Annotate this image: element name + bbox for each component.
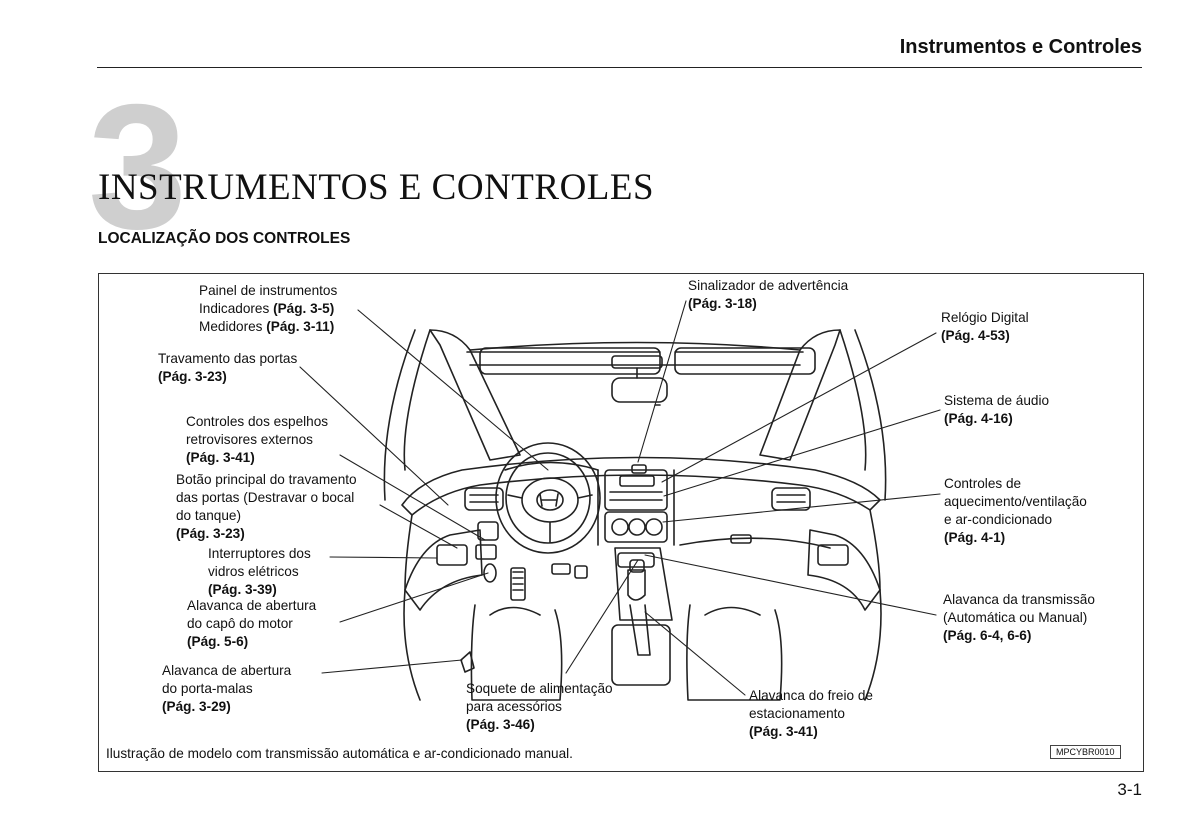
left-body-edge — [383, 329, 431, 501]
accelerator-pedal — [510, 567, 526, 601]
windshield-top — [469, 341, 801, 351]
armrest — [611, 624, 671, 686]
figure-code: MPCYBR0010 — [1050, 745, 1121, 759]
center-console — [614, 547, 673, 621]
climate-knob-left — [611, 518, 629, 536]
illustration-frame — [98, 273, 1144, 772]
right-body-edge — [839, 329, 887, 501]
dashboard-top — [401, 456, 881, 516]
leader-sinalizador — [637, 300, 687, 463]
sun-visor-left — [479, 347, 661, 375]
instrument-hood — [504, 461, 599, 471]
accessory-socket-area — [617, 552, 655, 568]
label-painel-instrumentos: Painel de instrumentos Indicadores (Pág.… — [199, 283, 338, 334]
driver-seat — [470, 604, 563, 701]
chapter-number: 3 — [88, 67, 187, 266]
mirror-mount — [611, 355, 663, 369]
label-aquecimento: Controles de aquecimento/ventilação e ar… — [944, 476, 1087, 545]
honda-emblem — [539, 493, 559, 507]
leader-botao — [379, 504, 458, 549]
right-door-panel — [807, 529, 881, 611]
leader-aquecimento — [662, 493, 941, 523]
left-a-pillar — [429, 329, 521, 461]
page-number: 3-1 — [1117, 780, 1142, 799]
climate-knob-right — [645, 518, 663, 536]
leader-soquete — [565, 559, 639, 674]
label-controles-espelhos: Controles dos espelhos retrovisores exte… — [186, 414, 329, 465]
header-rule — [97, 67, 1142, 68]
label-relogio: Relógio Digital (Pág. 4-53) — [941, 310, 1029, 343]
steering-wheel-inner — [505, 452, 591, 544]
rearview-mirror — [611, 377, 668, 403]
mirror-controls — [477, 521, 499, 541]
hood-release-lever — [483, 563, 497, 583]
leader-relogio — [661, 332, 937, 483]
label-freio-estacionamento: Alavanca do freio de estacionamento (Pág… — [749, 688, 873, 739]
leader-portamalas — [321, 659, 463, 674]
gear-shifter — [627, 569, 646, 601]
clock-display — [619, 475, 655, 487]
right-a-pillar — [759, 329, 841, 461]
passenger-seat — [686, 604, 783, 701]
climate-panel — [604, 511, 668, 543]
label-sinalizador: Sinalizador de advertência (Pág. 3-18) — [688, 278, 849, 311]
label-vidros-eletricos: Interruptores dos vidros elétricos (Pág.… — [208, 546, 311, 597]
label-transmissao: Alavanca da transmissão (Automática ou M… — [943, 592, 1095, 643]
trunk-release-lever — [460, 651, 475, 673]
figure-caption: Ilustração de modelo com transmissão aut… — [106, 746, 573, 761]
windshield-frame — [466, 351, 804, 366]
label-botao-travamento: Botão principal do travamento das portas… — [176, 472, 357, 541]
left-side-vent — [464, 487, 504, 511]
audio-unit — [604, 469, 668, 511]
right-side-vent — [771, 487, 811, 511]
climate-knob-center — [628, 518, 646, 536]
leader-painel — [357, 309, 549, 471]
sun-visor-right — [674, 347, 816, 375]
leader-transmissao — [644, 554, 937, 616]
label-porta-malas: Alavanca de abertura do porta-malas (Pág… — [162, 663, 292, 714]
steering-wheel-outer — [495, 442, 601, 554]
leader-espelhos — [339, 454, 486, 541]
window-switch-panel — [436, 544, 468, 566]
leader-audio — [663, 409, 941, 497]
hazard-switch — [631, 464, 647, 474]
leader-freio — [644, 611, 746, 696]
running-header: Instrumentos e Controles — [899, 36, 1142, 58]
section-title: LOCALIZAÇÃO DOS CONTROLES — [98, 230, 351, 247]
leader-vidros — [329, 556, 438, 559]
label-capo-motor: Alavanca de abertura do capô do motor (P… — [187, 598, 317, 649]
label-audio: Sistema de áudio (Pág. 4-16) — [944, 393, 1050, 426]
parking-brake — [629, 604, 651, 656]
leader-lines — [299, 300, 941, 696]
label-soquete: Soquete de alimentação para acessórios (… — [466, 681, 613, 732]
leader-travamento — [299, 366, 449, 506]
chapter-title: INSTRUMENTOS E CONTROLES — [98, 167, 655, 208]
label-travamento-portas: Travamento das portas (Pág. 3-23) — [158, 351, 298, 384]
brake-pedal — [551, 563, 571, 575]
left-door-panel — [404, 529, 483, 611]
leader-capo — [339, 572, 489, 623]
